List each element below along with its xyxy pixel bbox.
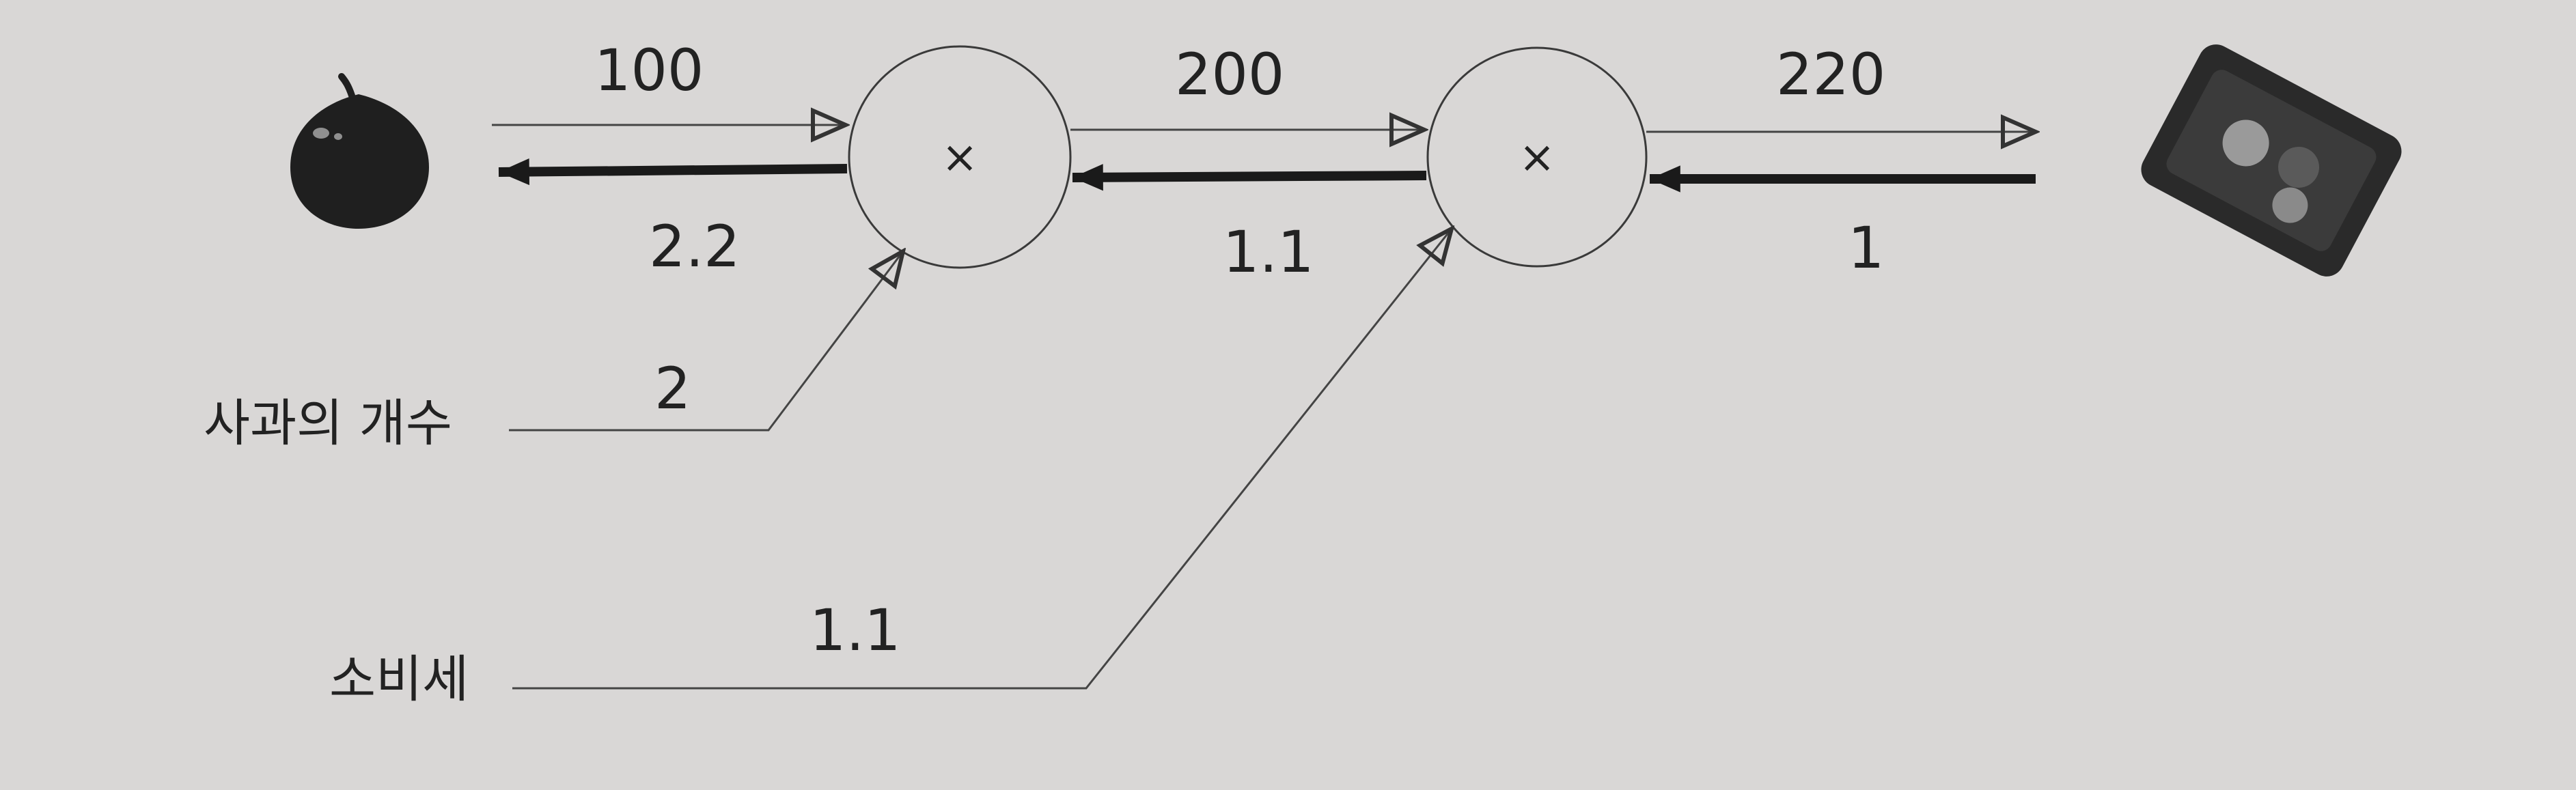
- input-label-apple-count: 사과의 개수: [204, 394, 452, 453]
- input-value-apple-count: 2: [654, 355, 691, 422]
- input-label-tax: 소비세: [329, 650, 469, 709]
- multiply-node-2: ×: [1426, 46, 1648, 268]
- forward-value-apple-price: 100: [594, 37, 704, 104]
- backward-value-out-grad: 1: [1848, 214, 1884, 281]
- backward-edge-mul1-grad: [1072, 164, 1427, 191]
- multiply-node-1: ×: [848, 45, 1072, 269]
- backward-value-apple-grad: 2.2: [649, 213, 740, 280]
- input-edge-apple-count: [509, 251, 903, 432]
- wallet-icon: [2141, 44, 2402, 277]
- apple-icon: [290, 73, 429, 229]
- multiply-operator: ×: [941, 132, 978, 183]
- backward-value-mul1-grad: 1.1: [1223, 218, 1314, 285]
- forward-value-mul2-out: 220: [1776, 41, 1885, 108]
- input-value-tax: 1.1: [809, 597, 901, 664]
- multiply-operator: ×: [1519, 132, 1555, 183]
- backward-edge-apple-grad: [498, 158, 848, 186]
- input-edge-tax: [512, 229, 1452, 690]
- forward-value-mul1-out: 200: [1175, 41, 1284, 108]
